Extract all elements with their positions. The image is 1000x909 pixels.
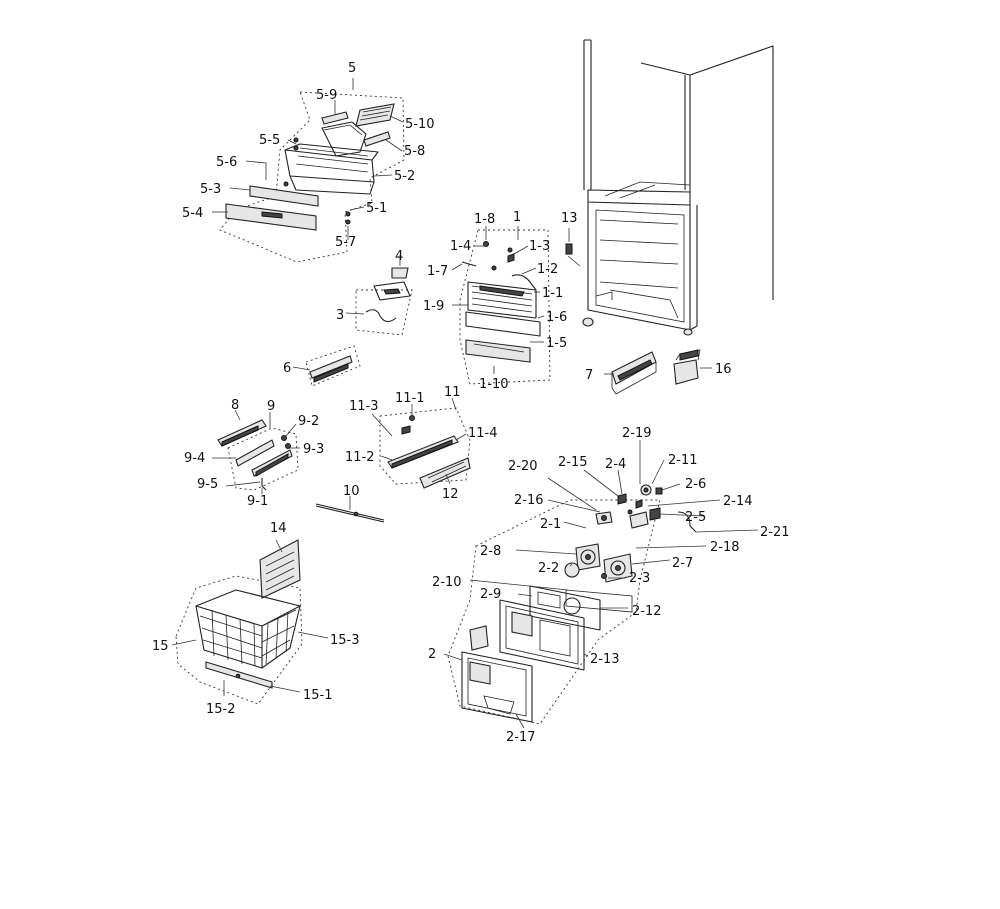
label-5-7: 5-7 (335, 235, 356, 250)
label-2-17: 2-17 (506, 730, 536, 745)
label-4: 4 (395, 249, 403, 264)
label-2-13: 2-13 (590, 652, 620, 667)
assembly-2-dispenser (443, 440, 759, 729)
label-15-3: 15-3 (330, 633, 360, 648)
label-15: 15 (152, 639, 169, 654)
label-5-8: 5-8 (404, 144, 425, 159)
label-8: 8 (231, 398, 239, 413)
label-2-12: 2-12 (632, 604, 662, 619)
assembly-3-4 (345, 255, 413, 336)
label-5: 5 (348, 61, 356, 76)
label-1-9: 1-9 (423, 299, 444, 314)
label-7: 7 (585, 368, 593, 383)
label-9-5: 9-5 (197, 477, 218, 492)
label-2-2: 2-2 (538, 561, 559, 576)
label-11-4: 11-4 (468, 426, 498, 441)
label-5-3: 5-3 (200, 182, 221, 197)
label-15-2: 15-2 (206, 702, 236, 717)
label-11-2: 11-2 (345, 450, 375, 465)
label-1-1: 1-1 (542, 286, 563, 301)
label-5-9: 5-9 (316, 88, 337, 103)
label-2-8: 2-8 (480, 544, 501, 559)
label-13: 13 (561, 211, 578, 226)
label-9-1: 9-1 (247, 494, 268, 509)
label-1-8: 1-8 (474, 212, 495, 227)
label-11: 11 (444, 385, 461, 400)
label-9-2: 9-2 (298, 414, 319, 429)
label-2-3: 2-3 (629, 571, 650, 586)
label-1: 1 (513, 210, 521, 225)
label-5-4: 5-4 (182, 206, 203, 221)
label-6: 6 (283, 361, 291, 376)
label-2-15: 2-15 (558, 455, 588, 470)
label-5-1: 5-1 (366, 201, 387, 216)
label-2-10: 2-10 (432, 575, 462, 590)
label-15-1: 15-1 (303, 688, 333, 703)
label-2: 2 (428, 647, 436, 662)
label-2-18: 2-18 (710, 540, 740, 555)
assembly-6 (292, 345, 361, 387)
label-9-3: 9-3 (303, 442, 324, 457)
label-5-5: 5-5 (259, 133, 280, 148)
label-1-5: 1-5 (546, 336, 567, 351)
label-1-2: 1-2 (537, 262, 558, 277)
label-2-20: 2-20 (508, 459, 538, 474)
label-2-21: 2-21 (760, 525, 790, 540)
label-10: 10 (343, 484, 360, 499)
label-11-3: 11-3 (349, 399, 379, 414)
label-1-4: 1-4 (450, 239, 471, 254)
label-9: 9 (267, 399, 275, 414)
label-2-5: 2-5 (685, 510, 706, 525)
label-14: 14 (270, 521, 287, 536)
assembly-5-pantry-drawer (212, 78, 405, 263)
label-9-4: 9-4 (184, 451, 205, 466)
label-1-10: 1-10 (479, 377, 509, 392)
refrigerator-cabinet (582, 39, 774, 336)
callout-labels: 5 5-9 5-10 5-5 5-8 5-6 5-2 5-3 5-1 5-4 5… (152, 61, 790, 745)
label-2-16: 2-16 (514, 493, 544, 508)
assembly-8-9 (212, 409, 300, 494)
label-2-11: 2-11 (668, 453, 698, 468)
label-2-14: 2-14 (723, 494, 753, 509)
part-13 (565, 228, 581, 267)
label-1-6: 1-6 (546, 310, 567, 325)
label-2-4: 2-4 (605, 457, 626, 472)
label-1-3: 1-3 (529, 239, 550, 254)
label-3: 3 (336, 308, 344, 323)
label-1-7: 1-7 (427, 264, 448, 279)
label-5-6: 5-6 (216, 155, 237, 170)
label-16: 16 (715, 362, 732, 377)
label-2-1: 2-1 (540, 517, 561, 532)
label-5-10: 5-10 (405, 117, 435, 132)
assembly-1 (451, 226, 551, 385)
assembly-14-15-basket (171, 539, 329, 705)
assembly-11-12 (371, 397, 471, 489)
label-2-9: 2-9 (480, 587, 501, 602)
label-5-2: 5-2 (394, 169, 415, 184)
label-2-6: 2-6 (685, 477, 706, 492)
label-12: 12 (442, 487, 459, 502)
assembly-7-16 (604, 349, 712, 395)
label-2-7: 2-7 (672, 556, 693, 571)
label-2-19: 2-19 (622, 426, 652, 441)
label-11-1: 11-1 (395, 391, 425, 406)
part-10 (315, 496, 385, 523)
